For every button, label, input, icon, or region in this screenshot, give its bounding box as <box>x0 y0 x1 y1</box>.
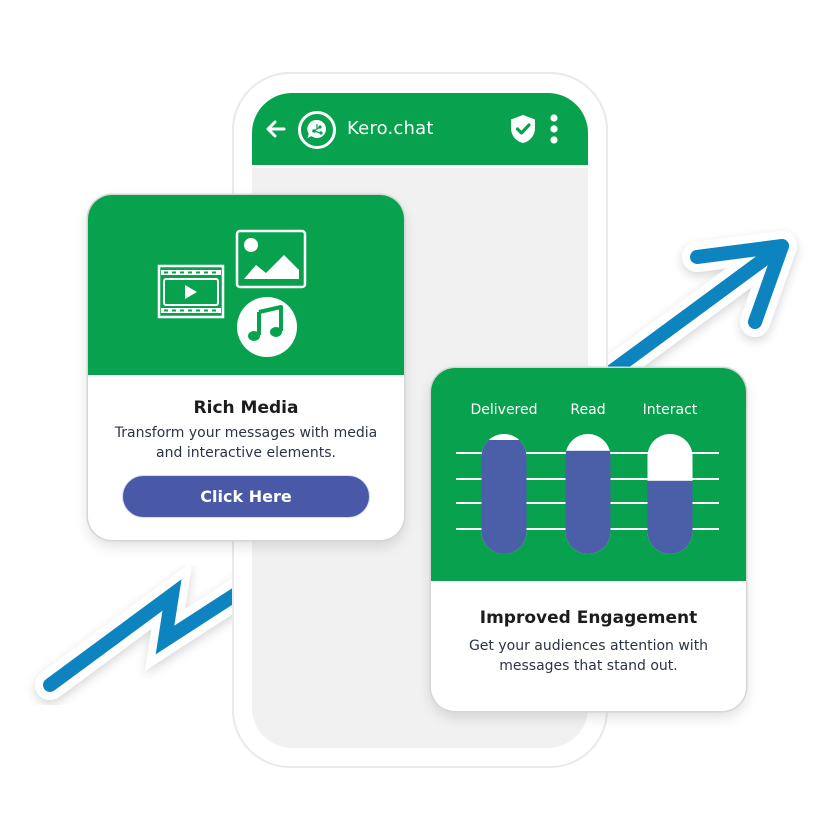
upward-arrow-icon <box>585 231 797 395</box>
rich-media-card: Rich Media Transform your messages with … <box>88 195 404 540</box>
bar-read <box>565 434 611 554</box>
app-title: Kero.chat <box>347 118 434 139</box>
bar-fill-read <box>565 450 611 554</box>
zigzag-arrow-tail-icon <box>35 561 265 700</box>
video-film-icon <box>157 264 225 319</box>
chat-app-bar: Kero.chat <box>252 93 588 168</box>
verified-shield-icon[interactable] <box>508 113 538 145</box>
rich-media-banner <box>88 195 404 375</box>
rich-media-heading: Rich Media <box>193 398 299 418</box>
bar-label-interact: Interact <box>643 402 698 418</box>
engagement-card: Delivered Read Interact Improved Engagemen… <box>431 368 746 711</box>
image-icon <box>235 229 307 289</box>
media-icons <box>157 229 307 357</box>
bar-fill-interact <box>647 480 693 554</box>
bar-label-read: Read <box>570 402 605 418</box>
bar-label-delivered: Delivered <box>470 402 537 418</box>
more-vertical-icon[interactable] <box>548 113 560 145</box>
click-here-button[interactable]: Click Here <box>122 475 370 518</box>
music-note-icon <box>237 297 297 357</box>
rich-media-description: Transform your messages with media and i… <box>114 425 378 461</box>
engagement-bar-chart: Delivered Read Interact <box>456 402 719 554</box>
engagement-heading: Improved Engagement <box>479 608 698 628</box>
bar-fill-delivered <box>481 440 527 554</box>
kero-chat-logo-icon <box>298 111 336 149</box>
engagement-chart-banner: Delivered Read Interact <box>431 368 746 581</box>
bar-interact <box>647 434 693 554</box>
back-arrow-icon[interactable] <box>264 117 288 141</box>
bar-delivered <box>481 434 527 554</box>
engagement-description: Get your audiences attention with messag… <box>468 638 709 674</box>
